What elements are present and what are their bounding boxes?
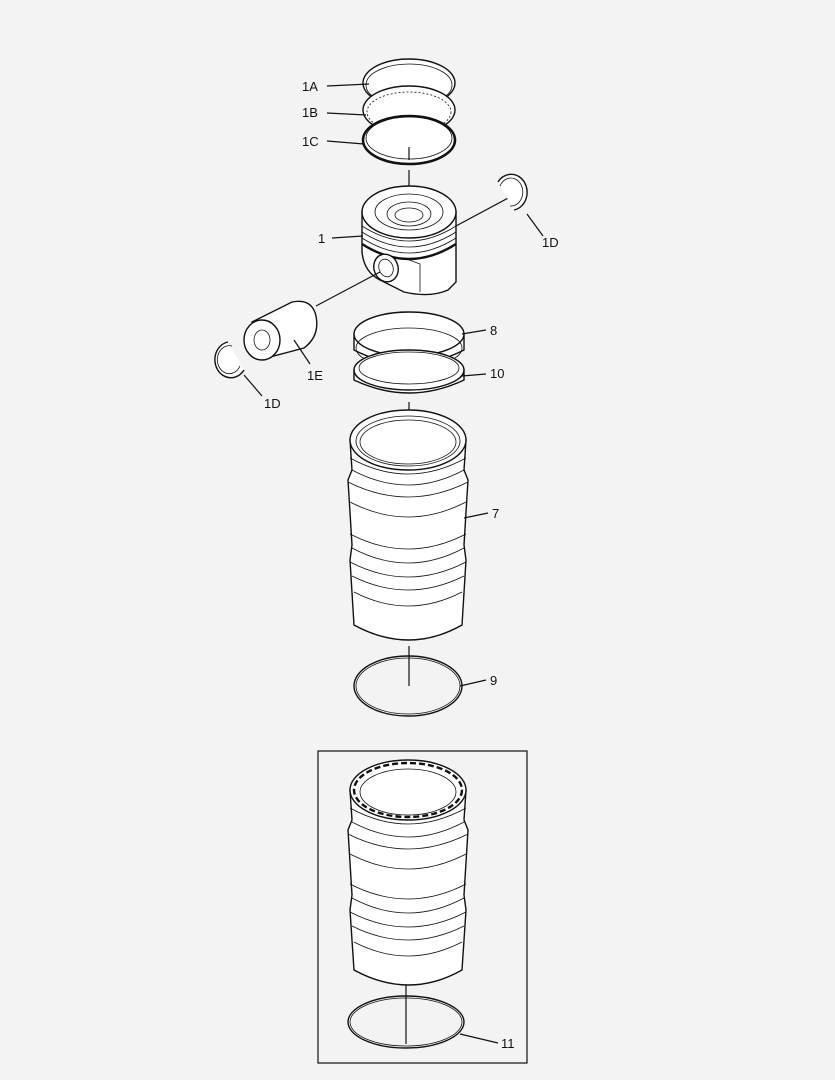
label-1d-right: 1D bbox=[542, 235, 559, 250]
seal-10 bbox=[353, 349, 465, 394]
label-8: 8 bbox=[490, 323, 497, 338]
circlip-right bbox=[497, 173, 528, 211]
label-11: 11 bbox=[501, 1036, 515, 1051]
label-1c: 1C bbox=[302, 134, 319, 149]
label-1a: 1A bbox=[302, 79, 318, 94]
leader-lines bbox=[243, 83, 544, 1044]
circlip-left bbox=[214, 341, 245, 379]
piston-pin bbox=[243, 300, 318, 361]
label-1b: 1B bbox=[302, 105, 318, 120]
label-7: 7 bbox=[492, 506, 499, 521]
label-9: 9 bbox=[490, 673, 497, 688]
label-1d-left: 1D bbox=[264, 396, 281, 411]
piston-ring-1c bbox=[361, 114, 457, 166]
label-10: 10 bbox=[490, 366, 504, 381]
kit-frame bbox=[317, 750, 528, 1064]
o-ring-9 bbox=[353, 655, 463, 717]
label-1: 1 bbox=[318, 231, 325, 246]
piston bbox=[361, 185, 457, 296]
label-1e: 1E bbox=[307, 368, 323, 383]
cylinder-liner bbox=[347, 409, 469, 641]
liner-kit bbox=[347, 759, 469, 1049]
